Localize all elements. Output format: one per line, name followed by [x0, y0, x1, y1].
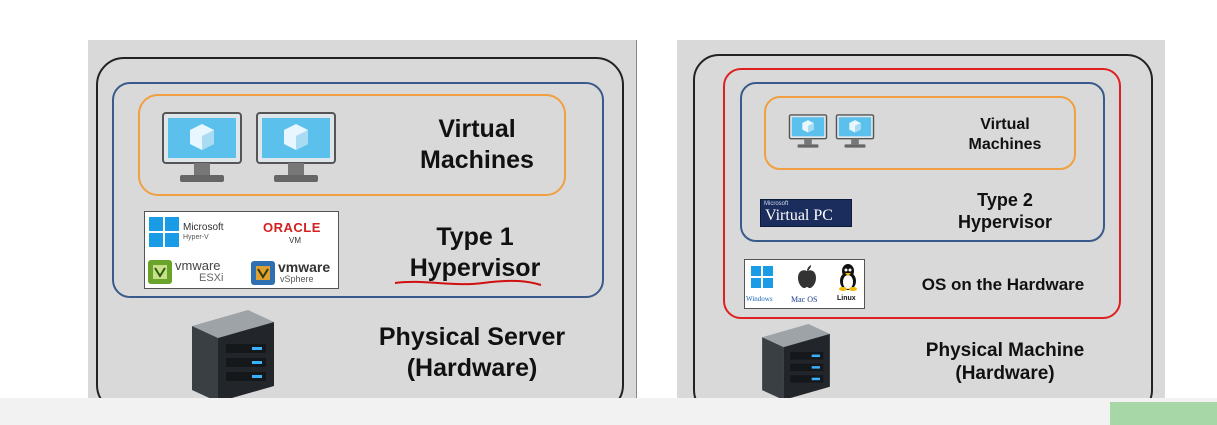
type1-vm-label-line2: Machines	[420, 145, 534, 174]
type2-hypervisor-frame	[740, 82, 1105, 242]
type1-logos-card: Microsoft Hyper-V ORACLE VM vmware ESXi …	[144, 211, 339, 289]
bottom-strip	[0, 398, 1217, 425]
type1-server-label: Physical Server (Hardware)	[362, 322, 582, 383]
linux-tux-icon	[839, 264, 857, 291]
virtual-pc-logo: Microsoft Virtual PC	[760, 199, 852, 227]
type1-server-line1: Physical Server	[378, 323, 566, 351]
apple-logo-icon	[798, 265, 816, 288]
windows-logo-text: Windows	[746, 295, 773, 303]
monitor-icon	[256, 112, 336, 182]
hyperv-logo-text: Hyper-V	[183, 234, 209, 241]
type2-vm-frame	[764, 96, 1076, 170]
vmware-esxi-icon	[148, 260, 172, 284]
type2-vm-label-line2: Machines	[968, 135, 1042, 153]
monitor-icon	[835, 114, 875, 148]
windows-logo-icon	[751, 266, 773, 288]
oracle-logo-text: ORACLE	[263, 220, 321, 235]
microsoft-logo-icon	[149, 217, 179, 247]
linux-logo-text: Linux	[837, 295, 856, 302]
type2-machine-line1: Physical Machine	[925, 340, 1085, 361]
macos-logo-text: Mac OS	[791, 295, 818, 304]
type1-vm-label: Virtual Machines	[392, 114, 562, 175]
server-icon	[762, 324, 830, 400]
type2-hypervisor-label: Type 2 Hypervisor	[935, 190, 1075, 234]
type1-hypervisor-label: Type 1 Hypervisor	[385, 222, 565, 283]
vmware-vsphere-icon	[251, 261, 275, 285]
type2-machine-label: Physical Machine (Hardware)	[895, 339, 1115, 385]
panel-divider	[636, 40, 637, 425]
type2-vm-label: Virtual Machines	[945, 115, 1065, 154]
type2-machine-line2: (Hardware)	[955, 363, 1055, 385]
esxi-logo-text: ESXi	[199, 272, 224, 284]
microsoft-logo-text: Microsoft	[183, 222, 224, 233]
vsphere-logo-text: vSphere	[280, 274, 314, 284]
type1-vm-label-line1: Virtual	[438, 115, 516, 143]
vmware2-logo-text: vmware	[278, 259, 331, 275]
hypervisor-underline-annotation	[394, 279, 542, 286]
type2-vm-label-line1: Virtual	[980, 116, 1030, 133]
type2-panel	[677, 40, 1165, 425]
vpc-logo-text: Virtual PC	[765, 207, 833, 224]
vmware1-logo-text: vmware	[175, 258, 221, 273]
vpc-small-text: Microsoft	[764, 201, 789, 207]
type1-server-line2: (Hardware)	[406, 353, 538, 382]
type2-os-logos-card: Windows Mac OS Linux	[744, 259, 865, 309]
monitor-icon	[788, 114, 828, 148]
wechat-overlay[interactable]	[1110, 402, 1217, 425]
type1-hypervisor-line1: Type 1	[436, 223, 514, 251]
type2-hypervisor-line1: Type 2	[977, 190, 1033, 210]
oracle-vm-text: VM	[289, 236, 301, 245]
type1-vm-frame	[138, 94, 566, 196]
type1-hypervisor-line2: Hypervisor	[409, 253, 541, 282]
type2-os-frame	[723, 68, 1121, 319]
type1-hypervisor-frame	[112, 82, 604, 298]
monitor-icon	[162, 112, 242, 182]
type2-os-label: OS on the Hardware	[921, 275, 1085, 294]
server-icon	[192, 310, 274, 402]
type2-hypervisor-line2: Hypervisor	[957, 211, 1053, 232]
